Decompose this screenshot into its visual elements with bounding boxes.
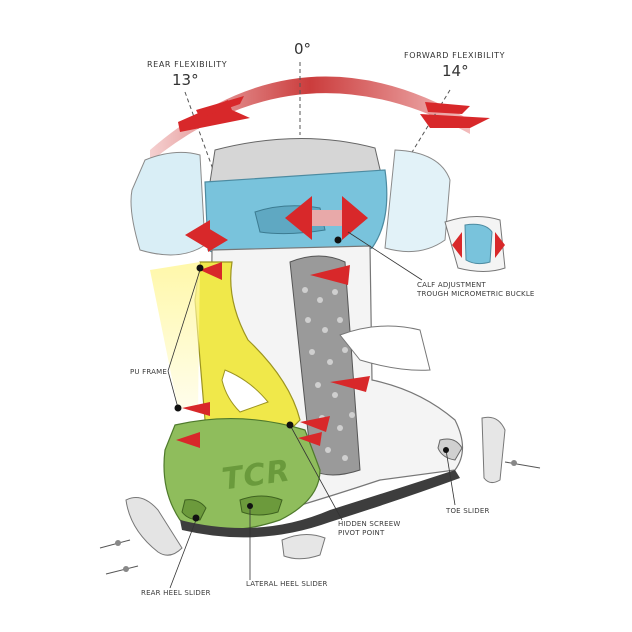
lateral-heel-slider-pad — [239, 495, 283, 516]
pivot-arrow-2 — [298, 432, 322, 446]
toe-screw — [511, 460, 517, 466]
calf-label-line-1: CALF ADJUSTMENT — [417, 281, 486, 289]
toe-slider-mount — [437, 438, 463, 461]
center-angle-value: 0° — [294, 40, 312, 58]
hand-sketch — [339, 325, 431, 371]
rear-ghost-panel — [130, 151, 206, 256]
flex-arc — [150, 76, 470, 162]
forward-flexibility-heading: FORWARD FLEXIBILITY — [404, 51, 506, 60]
cuff-pivot-arrow — [185, 220, 210, 250]
rear-heel-leader — [169, 519, 197, 589]
rear-flexibility-heading: REAR FLEXIBILITY — [147, 60, 228, 69]
pivot-dot-5 — [192, 514, 200, 522]
pivot-dot-6 — [247, 503, 253, 509]
calf-arrow-right — [342, 196, 368, 240]
rear-screw-line-2 — [105, 565, 139, 575]
pivot-arrow — [300, 416, 330, 432]
boot-sole — [180, 470, 460, 538]
calf-adjustment-label: CALF ADJUSTMENT TROUGH MICROMETRIC BUCKL… — [417, 281, 535, 299]
frame-arrow-upper — [200, 262, 222, 280]
calf-leader — [347, 231, 423, 281]
rear-axis-line — [184, 91, 216, 176]
shell-arrow — [310, 265, 350, 285]
pivot-dot-2 — [174, 404, 182, 412]
hidden-label-line-1: HIDDEN SCREEW — [338, 520, 401, 528]
forward-flex-arrow-2 — [425, 102, 470, 114]
calf-label-line-2: TROUGH MICROMETRIC BUCKLE — [417, 289, 535, 298]
toe-slider-piece — [481, 416, 506, 484]
frame-beam — [150, 262, 200, 410]
toe-leader — [445, 449, 456, 506]
rear-heel-slider-piece — [125, 497, 183, 556]
heel-arrow-1 — [182, 402, 210, 416]
hidden-leader — [289, 424, 343, 521]
forward-angle-value: 14° — [442, 62, 469, 80]
lateral-heel-slider-label: LATERAL HEEL SLIDER — [246, 580, 328, 588]
calf-arrow-left — [285, 196, 312, 240]
pu-frame-window — [221, 369, 269, 413]
rear-flex-arrow — [178, 100, 250, 132]
lateral-heel-slider-piece — [281, 534, 326, 560]
forward-ghost-panel — [384, 149, 451, 253]
rear-heel-slider-label: REAR HEEL SLIDER — [141, 589, 211, 597]
pivot-dot-7 — [443, 447, 449, 453]
pivot-dot-3 — [286, 421, 294, 429]
hidden-label-line-2: PIVOT POINT — [338, 528, 385, 537]
forward-flex-arrow — [420, 114, 490, 128]
rear-angle-value: 13° — [172, 71, 199, 89]
upper-shell — [209, 137, 383, 183]
pu-leader-1 — [167, 269, 201, 372]
pivot-dot-1 — [196, 264, 204, 272]
rear-screw-line-1 — [99, 539, 131, 549]
inset-arrow-right — [495, 232, 505, 258]
pu-frame-label: PU FRAME — [130, 368, 168, 376]
mid-arrow — [330, 376, 370, 392]
inset-cuff-blue — [464, 223, 493, 265]
hidden-screw-label: HIDDEN SCREEW PIVOT POINT — [338, 520, 401, 538]
calf-arrow-bar — [312, 210, 342, 226]
toe-screw-line — [504, 461, 541, 469]
toe-slider-label: TOE SLIDER — [446, 507, 490, 515]
rear-screw-2 — [123, 566, 129, 572]
cuff-pivot-arrow-2 — [208, 228, 228, 252]
heel-arrow-2 — [176, 432, 200, 448]
inset-arrow-left — [452, 232, 462, 258]
pivot-dot-4 — [334, 236, 342, 244]
pu-leader-2 — [167, 370, 179, 409]
rear-heel-pad — [181, 499, 207, 521]
rear-flex-arrow-2 — [196, 96, 244, 118]
rear-screw-1 — [115, 540, 121, 546]
